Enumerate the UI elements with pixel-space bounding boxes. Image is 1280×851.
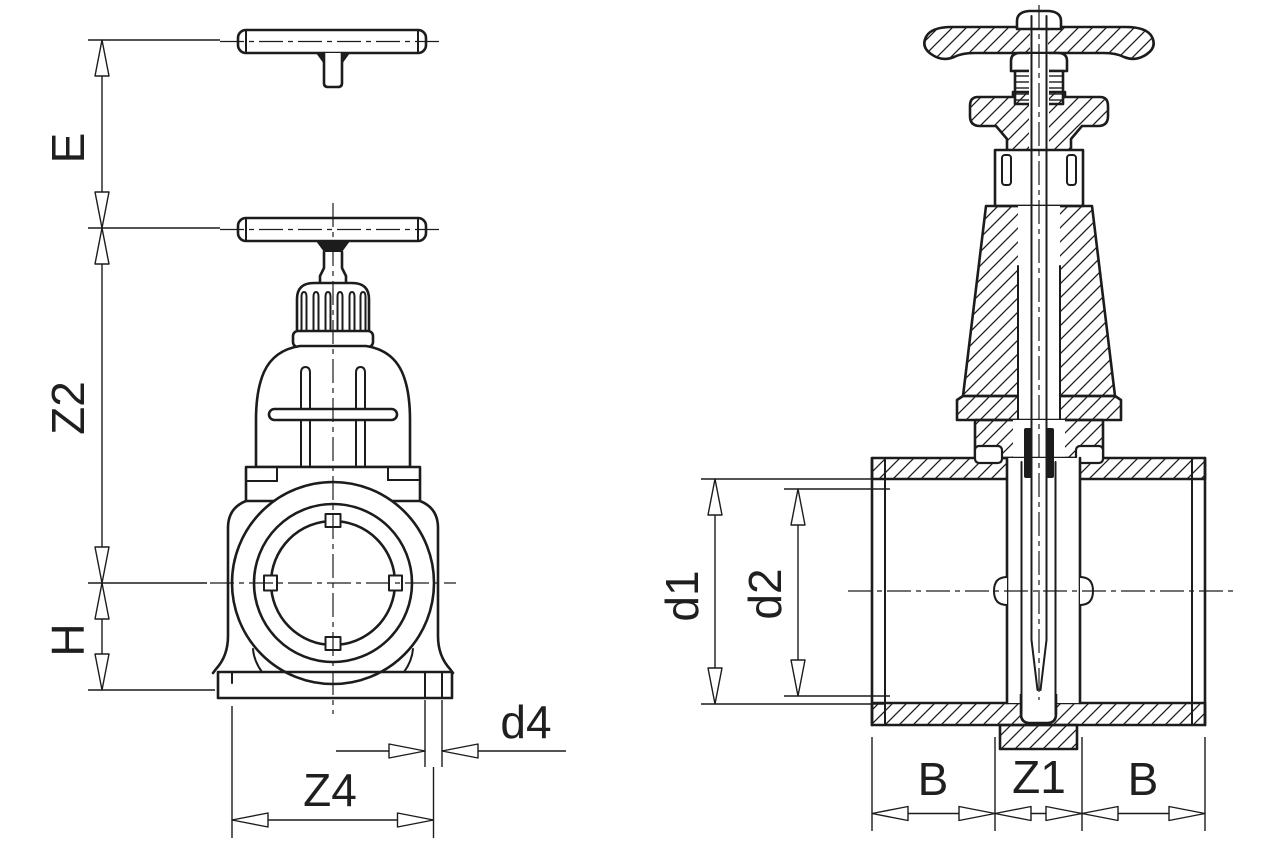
gate-pocket bbox=[1019, 694, 1058, 725]
label-B-right: B bbox=[1128, 753, 1159, 805]
bottom-boss bbox=[998, 723, 1079, 751]
label-d4: d4 bbox=[500, 696, 551, 748]
label-Z2: Z2 bbox=[42, 381, 94, 435]
dimension-z4: Z4 bbox=[231, 706, 435, 838]
handlebar-open bbox=[236, 28, 428, 89]
label-E: E bbox=[42, 133, 94, 164]
handwheel-section bbox=[923, 9, 1155, 61]
section-view: d1 d2 B Z1 B bbox=[656, 5, 1233, 831]
stem-packing bbox=[1024, 428, 1032, 478]
dimension-d1: d1 bbox=[656, 478, 886, 705]
dimension-e: E bbox=[42, 39, 220, 690]
dimension-d4: d4 bbox=[336, 696, 566, 767]
label-d1: d1 bbox=[656, 570, 708, 621]
dimension-d2: d2 bbox=[739, 488, 890, 697]
stem-stub bbox=[322, 51, 344, 89]
bolt-slot-right bbox=[1074, 444, 1105, 465]
handlebar-closed bbox=[236, 216, 428, 284]
label-d2: d2 bbox=[739, 568, 791, 619]
label-H: H bbox=[42, 623, 94, 656]
label-Z1: Z1 bbox=[1012, 751, 1066, 803]
section-view-centerlines bbox=[848, 5, 1233, 700]
bolt-slot-left bbox=[973, 444, 1004, 465]
front-view: E Z2 H Z4 bbox=[42, 28, 566, 838]
dimension-b-z1-b: B Z1 B bbox=[871, 737, 1206, 831]
dimension-z2: Z2 bbox=[42, 227, 207, 584]
gate-and-stem bbox=[1020, 15, 1057, 715]
label-Z4: Z4 bbox=[303, 764, 357, 816]
front-view-centerlines bbox=[210, 40, 456, 714]
base bbox=[216, 648, 454, 700]
dimension-h: H bbox=[42, 582, 215, 691]
label-B-left: B bbox=[918, 753, 949, 805]
